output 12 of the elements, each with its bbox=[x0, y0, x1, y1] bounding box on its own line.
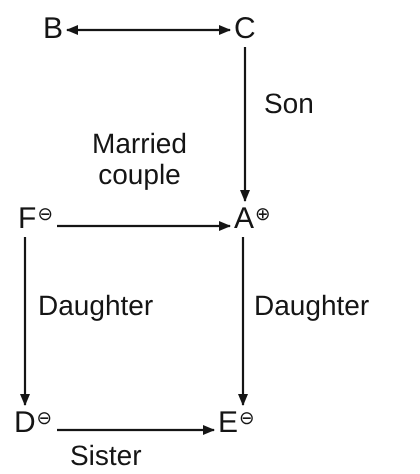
person-label: B bbox=[43, 14, 64, 44]
person-label: F$^{⊖}$ bbox=[18, 204, 54, 234]
arrow bbox=[20, 237, 30, 406]
arrow bbox=[57, 221, 231, 231]
person-label: E$^{⊖}$ bbox=[218, 408, 256, 438]
person-label: D$^{⊖}$ bbox=[14, 408, 53, 438]
arrow bbox=[240, 47, 250, 202]
person-label: A$^{⊕}$ bbox=[234, 204, 272, 234]
arrow bbox=[66, 25, 231, 35]
arrow bbox=[57, 425, 215, 435]
person-label: C bbox=[234, 14, 256, 44]
arrow bbox=[238, 237, 248, 406]
